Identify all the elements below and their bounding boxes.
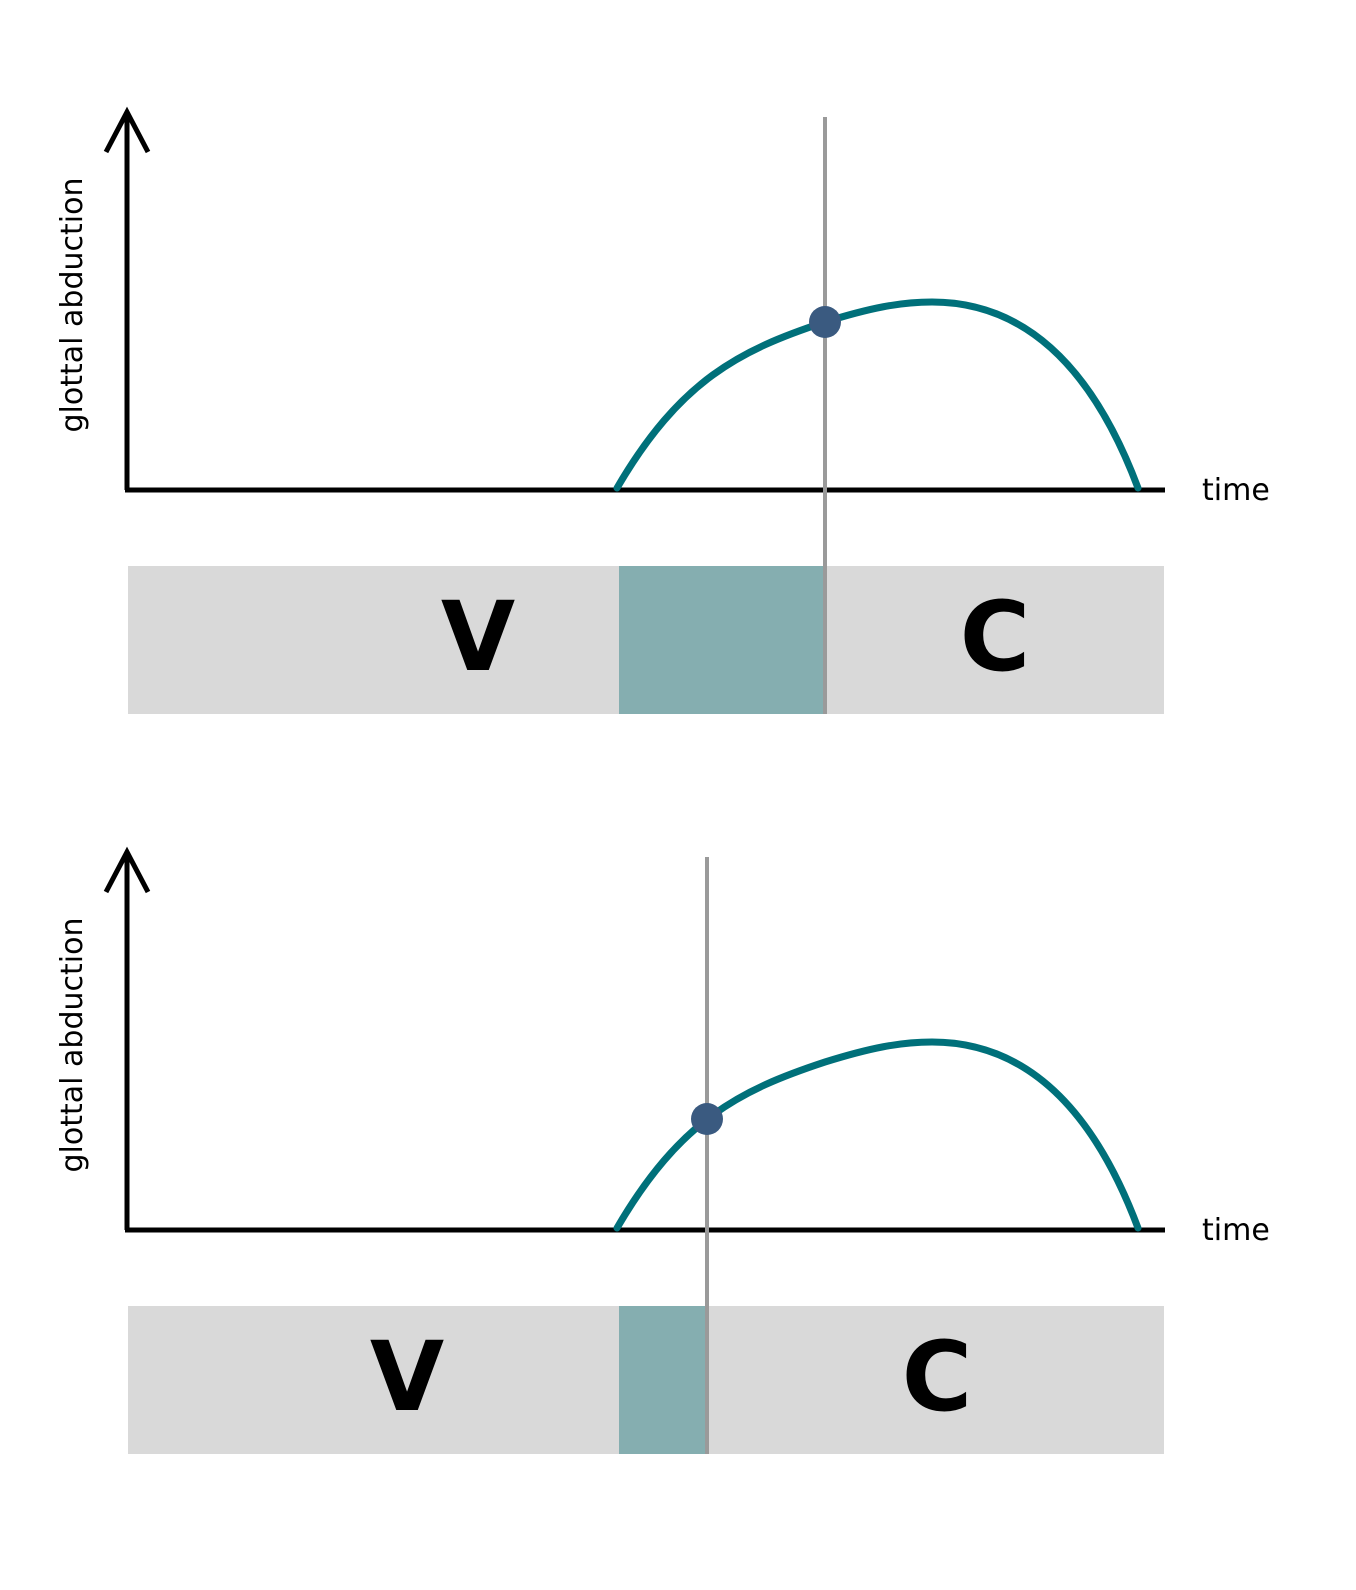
x-axis-label: time [1202,473,1270,508]
glottal-curve [613,298,1142,492]
glottal-curve [613,1038,1142,1232]
consonant-label: C [960,581,1030,693]
highlight-region [619,566,825,714]
y-axis-label: glottal abduction [55,918,90,1173]
vowel-label: V [441,581,515,693]
y-axis-arrowhead [103,846,151,894]
x-axis-label: time [1202,1213,1270,1248]
consonant-label: C [902,1321,972,1433]
alignment-point [691,1103,723,1135]
panel-bottom: V C glottal abduction time [55,846,1270,1454]
y-axis-label: glottal abduction [55,178,90,433]
highlight-region [619,1306,707,1454]
panel-top: V C glottal abduction time [55,106,1270,714]
y-axis-arrowhead [103,106,151,154]
vowel-label: V [370,1321,444,1433]
alignment-point [809,306,841,338]
